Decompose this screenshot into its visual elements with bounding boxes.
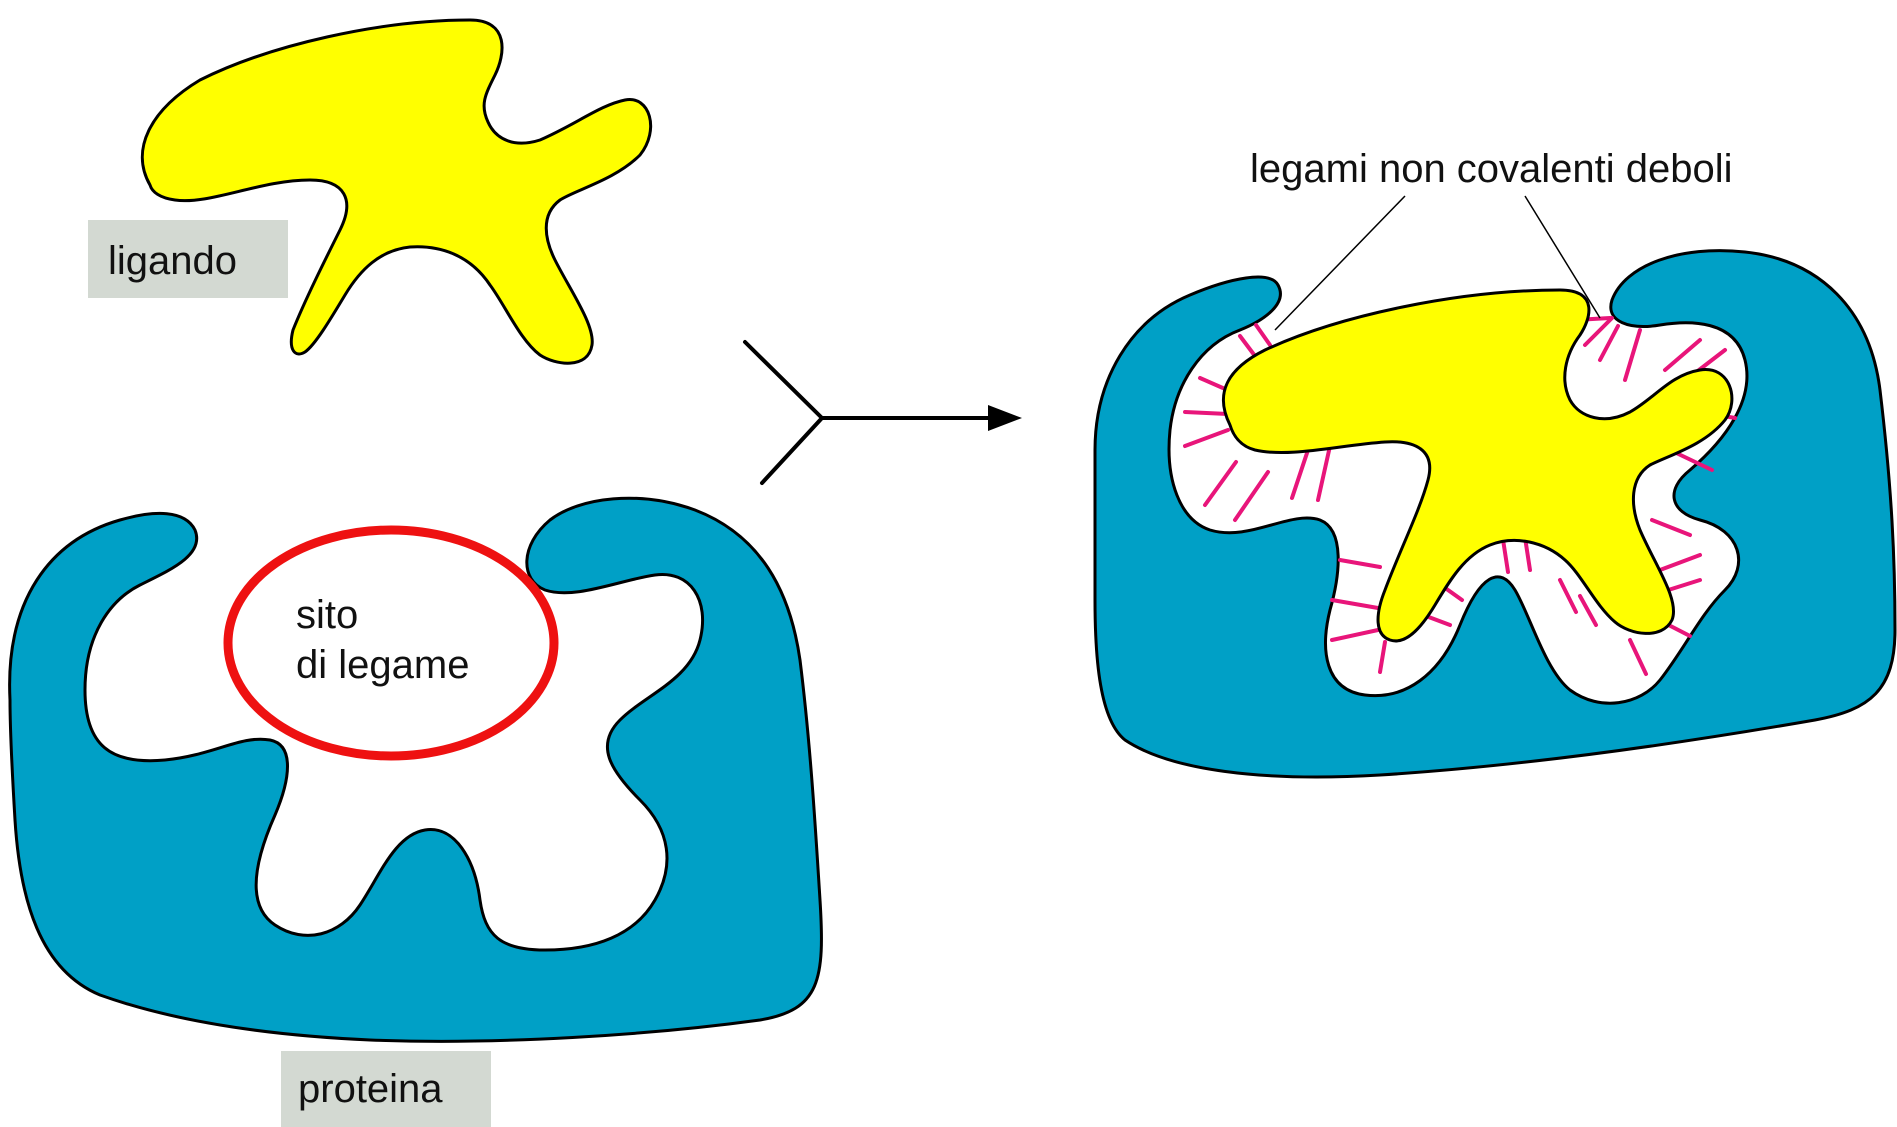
binding-site-label-line1: sito — [296, 593, 358, 637]
ligand-shape — [142, 20, 650, 363]
protein-shape — [10, 498, 822, 1041]
binding-reaction-arrow — [745, 342, 990, 483]
protein-label: proteina — [298, 1067, 443, 1111]
weak-bonds-label: legami non covalenti deboli — [1250, 147, 1733, 191]
ligand-label: ligando — [108, 239, 237, 283]
binding-site-label-line2: di legame — [296, 643, 469, 687]
arrow-head-icon — [988, 405, 1022, 431]
